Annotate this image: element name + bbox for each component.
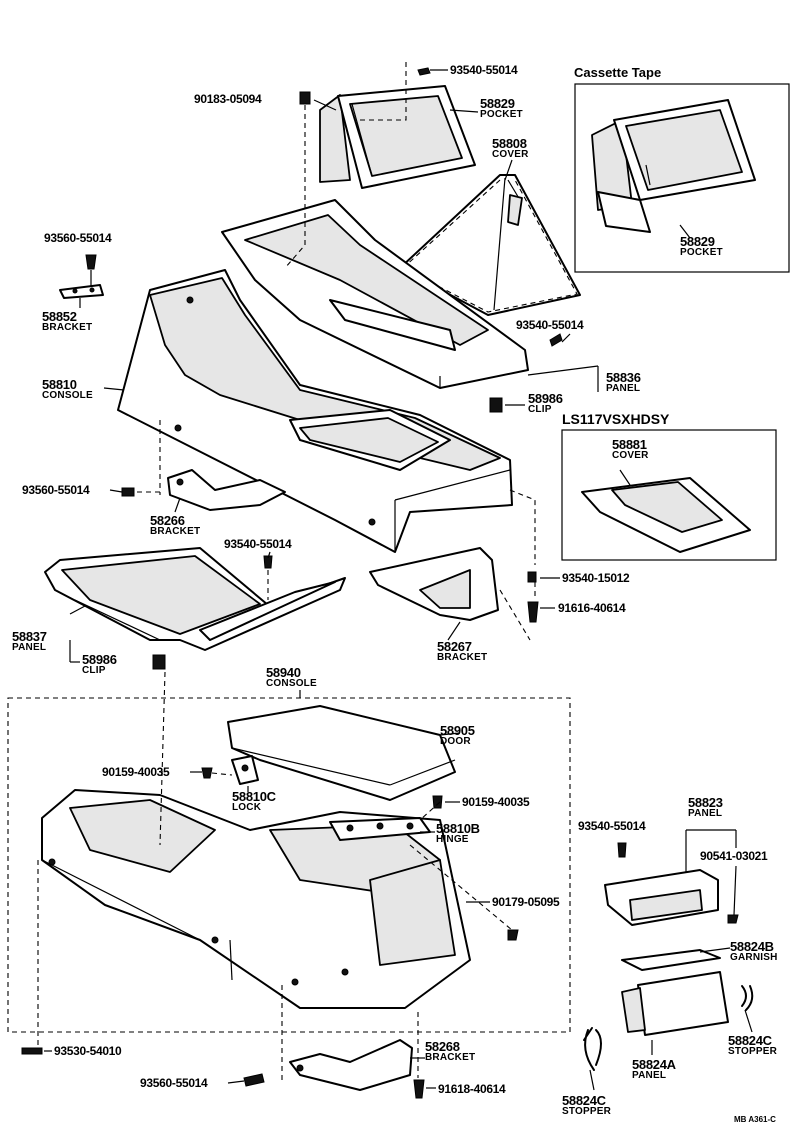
panel-58837-drawing bbox=[44, 547, 346, 651]
door-58905-drawing bbox=[227, 705, 456, 801]
stopper-58824c-right-drawing bbox=[741, 985, 754, 1011]
fastener-label-93540-55014-lower: 93540-55014 bbox=[578, 819, 646, 833]
bracket-58268-drawing bbox=[289, 1039, 413, 1091]
fastener-label-93560-55014-upper: 93560-55014 bbox=[44, 231, 112, 245]
panel-58836-drawing bbox=[221, 199, 529, 389]
fastener-label-93540-55014-right: 93540-55014 bbox=[516, 318, 584, 332]
cover-58881-drawing bbox=[581, 477, 751, 553]
cassette-tape-inset-frame bbox=[574, 83, 790, 273]
panel-58824a-drawing bbox=[621, 971, 729, 1036]
garnish-58824b-drawing bbox=[621, 949, 721, 971]
fastener-label-93540-15012: 93540-15012 bbox=[562, 571, 630, 585]
lock-58810c-drawing bbox=[231, 755, 259, 785]
pocket-58829-cassette-drawing bbox=[591, 99, 756, 233]
fastener-label-93560-55014-bottom: 93560-55014 bbox=[140, 1076, 208, 1090]
variant-inset-frame bbox=[561, 429, 777, 561]
clip-58986-lower-drawing bbox=[152, 654, 166, 670]
fastener-label-91618-40614: 91618-40614 bbox=[438, 1082, 506, 1096]
console-58940-drawing bbox=[41, 789, 471, 1009]
bracket-58266-drawing bbox=[167, 469, 286, 511]
clip-58986-upper-drawing bbox=[489, 397, 503, 413]
screw-glyphs bbox=[21, 67, 739, 1099]
fastener-label-90541-03021: 90541-03021 bbox=[700, 849, 768, 863]
cassette-tape-title: Cassette Tape bbox=[574, 65, 662, 80]
fastener-label-90183-05094: 90183-05094 bbox=[194, 92, 262, 106]
assembly-dashed-lines bbox=[37, 62, 536, 1080]
leader-lines bbox=[44, 69, 753, 1091]
fastener-label-93540-55014-mid: 93540-55014 bbox=[224, 537, 292, 551]
footer-code: MB A361-C bbox=[734, 1115, 776, 1124]
fastener-label-93560-55014-mid: 93560-55014 bbox=[22, 483, 90, 497]
fastener-label-90159-40035-right: 90159-40035 bbox=[462, 795, 530, 809]
console-58810-drawing bbox=[117, 269, 513, 553]
fastener-label-93540-55014-top: 93540-55014 bbox=[450, 63, 518, 77]
bracket-58267-drawing bbox=[369, 547, 499, 621]
stopper-58824c-left-drawing bbox=[583, 1027, 602, 1071]
fastener-label-91616-40614: 91616-40614 bbox=[558, 601, 626, 615]
fastener-label-93530-54010: 93530-54010 bbox=[54, 1044, 122, 1058]
pocket-58829-upper-drawing bbox=[319, 85, 476, 189]
variant-code-title: LS117VSXHDSY bbox=[562, 411, 670, 427]
cover-58808-drawing bbox=[399, 174, 581, 316]
fastener-label-90179-05095: 90179-05095 bbox=[492, 895, 560, 909]
console-58940-dashed-frame bbox=[7, 697, 571, 1033]
panel-58823-drawing bbox=[604, 869, 719, 926]
fastener-label-90159-40035-left: 90159-40035 bbox=[102, 765, 170, 779]
bracket-58852-drawing bbox=[59, 284, 104, 299]
